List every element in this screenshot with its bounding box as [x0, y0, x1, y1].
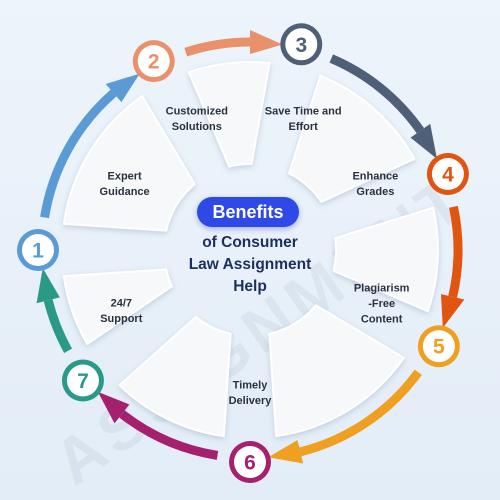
segment-label-customized-solutions: Solutions	[172, 121, 222, 133]
segment-label-timely-delivery: Timely	[233, 379, 269, 391]
badge-core	[66, 364, 99, 397]
arrow-ring	[36, 30, 465, 464]
segment-label-save-time-and-effort: Effort	[289, 121, 319, 133]
arrow-head-expert-guidance	[105, 73, 140, 103]
center-subtitle-line: Law Assignment	[188, 256, 312, 273]
segment-label-24-7-support: 24/7	[111, 297, 132, 309]
badge-core	[234, 446, 266, 478]
number-badge-2: 2	[132, 40, 175, 83]
segment-card-plagiarism-free-content	[268, 304, 406, 438]
segment-label-24-7-support: Support	[100, 313, 142, 325]
arrow-head-save-time-and-effort	[410, 123, 437, 159]
segment-cards	[62, 61, 439, 438]
badge-number: 2	[148, 51, 160, 74]
arrow-head-timely-delivery	[97, 391, 130, 424]
number-badges: 1 2 3 4 5 6 7	[17, 23, 469, 483]
arrow-head-customized-solutions	[250, 30, 283, 54]
number-badge-4: 4	[426, 153, 469, 196]
arrow-arc-plagiarism-free-content	[299, 369, 422, 457]
segment-label-plagiarism-free-content: Plagiarism	[354, 283, 410, 295]
segment-card-timely-delivery	[118, 315, 232, 438]
badge-core	[22, 234, 54, 266]
segment-label-timely-delivery: Delivery	[229, 395, 273, 407]
segment-card-enhance-grades	[332, 206, 439, 313]
segment-label-plagiarism-free-content: Content	[361, 314, 403, 326]
center-subtitle-line: Help	[233, 278, 267, 295]
arrow-head-enhance-grades	[440, 294, 465, 328]
segment-card-save-time-and-effort	[288, 74, 416, 203]
badge-core	[285, 28, 318, 61]
center-subtitle-line: of Consumer	[202, 234, 298, 251]
number-badge-1: 1	[17, 229, 59, 271]
segment-card-24-7-support	[62, 268, 174, 345]
arrow-head-24-7-support	[36, 268, 60, 304]
arrow-arc-save-time-and-effort	[329, 54, 425, 134]
badge-number: 1	[32, 240, 44, 263]
segment-label-plagiarism-free-content: -Free	[368, 298, 395, 310]
number-badge-7: 7	[61, 359, 104, 402]
arrow-arc-enhance-grades	[448, 205, 463, 298]
badge-number: 7	[77, 370, 89, 393]
arrow-arc-24-7-support	[43, 299, 73, 354]
arrow-head-plagiarism-free-content	[268, 440, 304, 464]
badge-number: 6	[244, 452, 256, 475]
segment-label-expert-guidance: Expert	[107, 171, 142, 183]
segment-label-enhance-grades: Enhance	[352, 171, 398, 183]
badge-number: 3	[295, 34, 307, 57]
arrow-arc-timely-delivery	[119, 410, 219, 460]
center-title-badge: Benefits	[197, 197, 299, 227]
number-badge-6: 6	[229, 441, 271, 483]
badge-core	[431, 158, 464, 191]
segment-label-save-time-and-effort: Save Time and	[265, 106, 342, 118]
arrow-arc-customized-solutions	[184, 37, 251, 57]
segment-label-expert-guidance: Guidance	[100, 186, 150, 198]
center-subtitle: of Consumer Law Assignment Help	[170, 232, 330, 298]
segment-card-expert-guidance	[62, 94, 196, 232]
segment-card-customized-solutions	[187, 61, 271, 168]
arrow-arc-expert-guidance	[40, 89, 117, 219]
badge-core	[137, 45, 170, 78]
number-badge-5: 5	[417, 325, 460, 368]
badge-number: 4	[442, 164, 454, 187]
segment-label-customized-solutions: Customized	[166, 106, 228, 118]
number-badge-3: 3	[280, 23, 323, 66]
badge-core	[422, 330, 455, 363]
segment-label-enhance-grades: Grades	[356, 186, 394, 198]
badge-number: 5	[433, 336, 445, 359]
